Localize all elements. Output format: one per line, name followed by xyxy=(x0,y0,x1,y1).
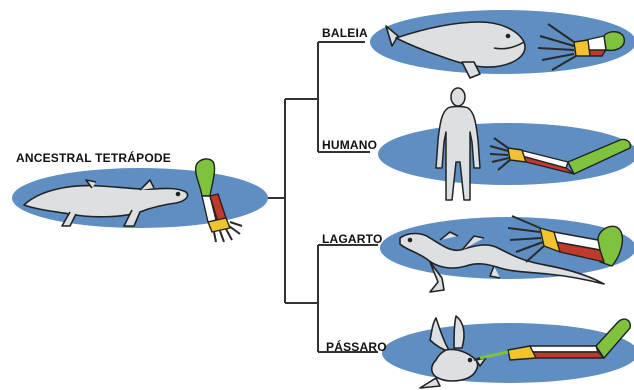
lizard-label: LAGARTO xyxy=(322,232,383,246)
whale-label: BALEIA xyxy=(322,26,368,40)
ancestor-label: ANCESTRAL TETRÁPODE xyxy=(16,151,171,165)
tree-lines xyxy=(265,42,378,352)
human-label: HUMANO xyxy=(322,138,377,152)
bird-label: PÁSSARO xyxy=(326,340,387,354)
